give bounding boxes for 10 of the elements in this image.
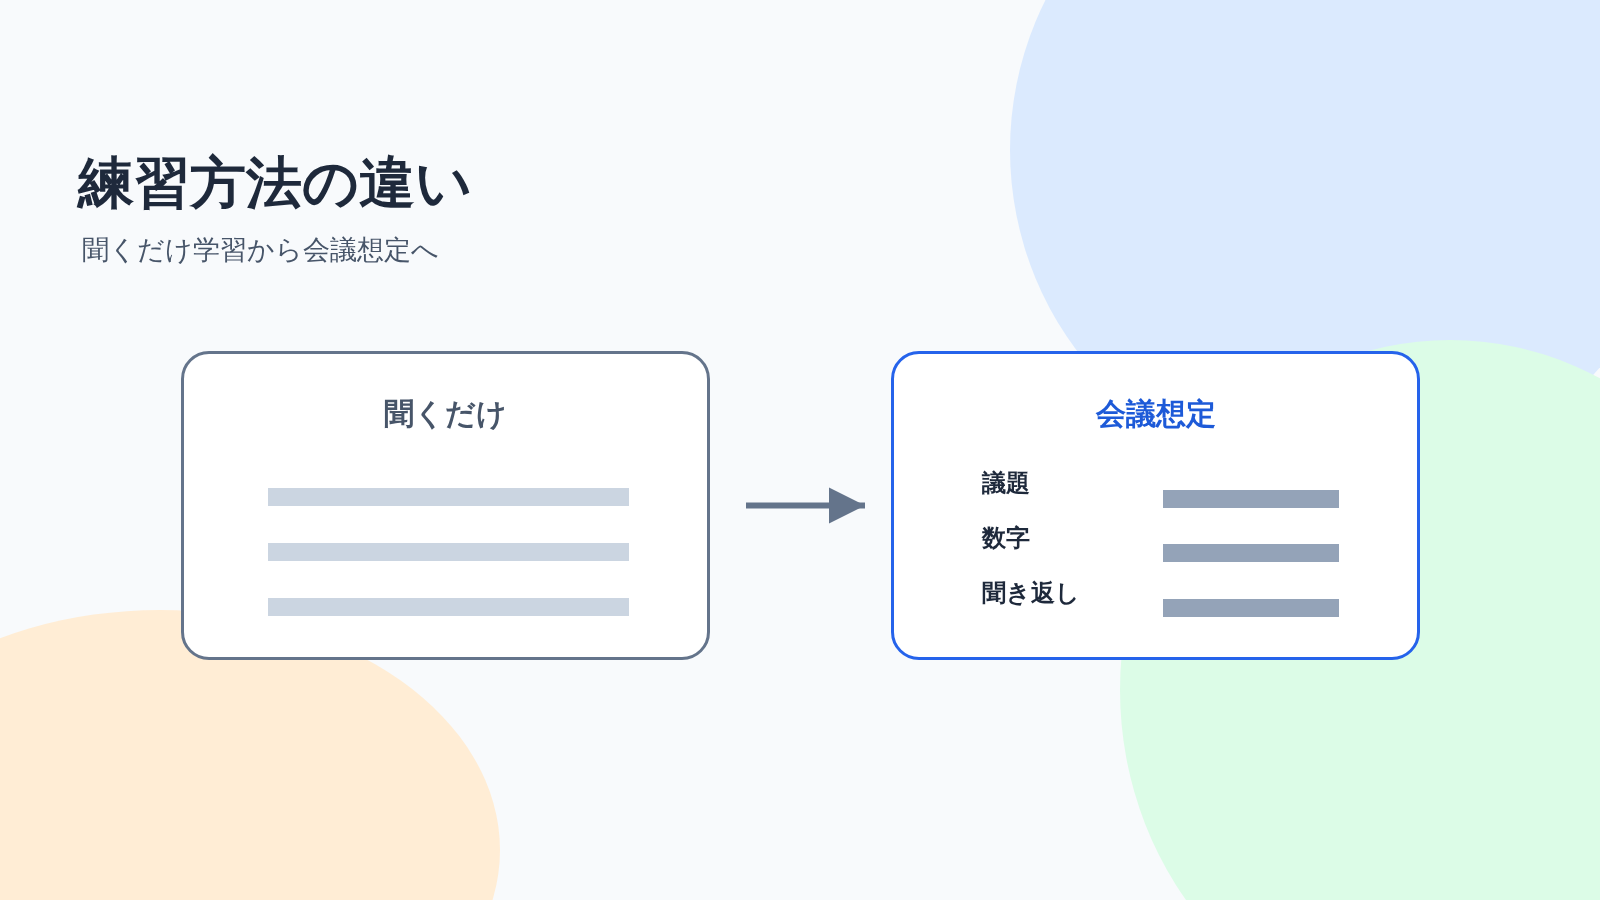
arrow — [746, 487, 865, 524]
card-heading: 聞くだけ — [383, 395, 508, 433]
subtitle: 聞くだけ学習から会議想定へ — [82, 233, 439, 267]
item-label: 聞き返し — [982, 578, 1080, 609]
title: 練習方法の違い — [78, 149, 472, 217]
highlighted-card — [891, 351, 1420, 660]
item-label: 数字 — [982, 523, 1030, 554]
item-label: 議題 — [982, 468, 1030, 499]
card-heading: 会議想定 — [1094, 395, 1217, 433]
card — [181, 351, 710, 660]
